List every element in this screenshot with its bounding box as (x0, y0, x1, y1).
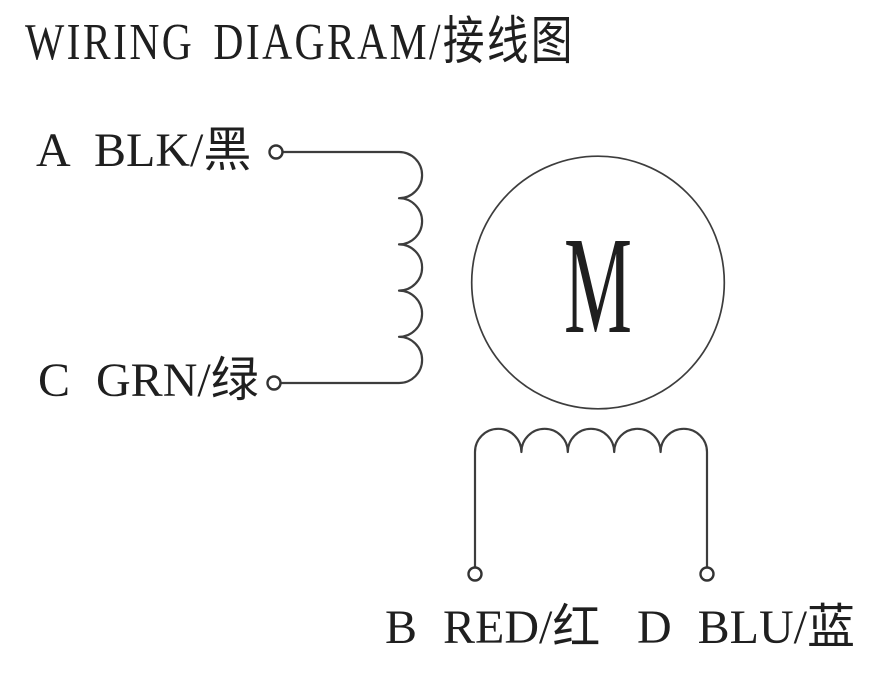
lead-label-a-black: A BLK/黑 (36, 124, 252, 177)
motor-symbol: M (564, 209, 632, 363)
lead-label-c-green: C GRN/绿 (38, 354, 259, 407)
lead-label-b-red: B RED/红 (385, 601, 601, 654)
page-title: WIRING DIAGRAM/接线图 (25, 14, 575, 71)
coil-winding-a-c (279, 150, 424, 385)
motor-circle (470, 155, 726, 410)
coil-winding-b-d (473, 427, 709, 569)
terminal-a-circle (268, 144, 284, 160)
terminal-c-circle (266, 375, 282, 391)
terminal-d-circle (699, 566, 715, 582)
lead-label-d-blue: D BLU/蓝 (637, 601, 856, 654)
terminal-b-circle (467, 566, 483, 582)
